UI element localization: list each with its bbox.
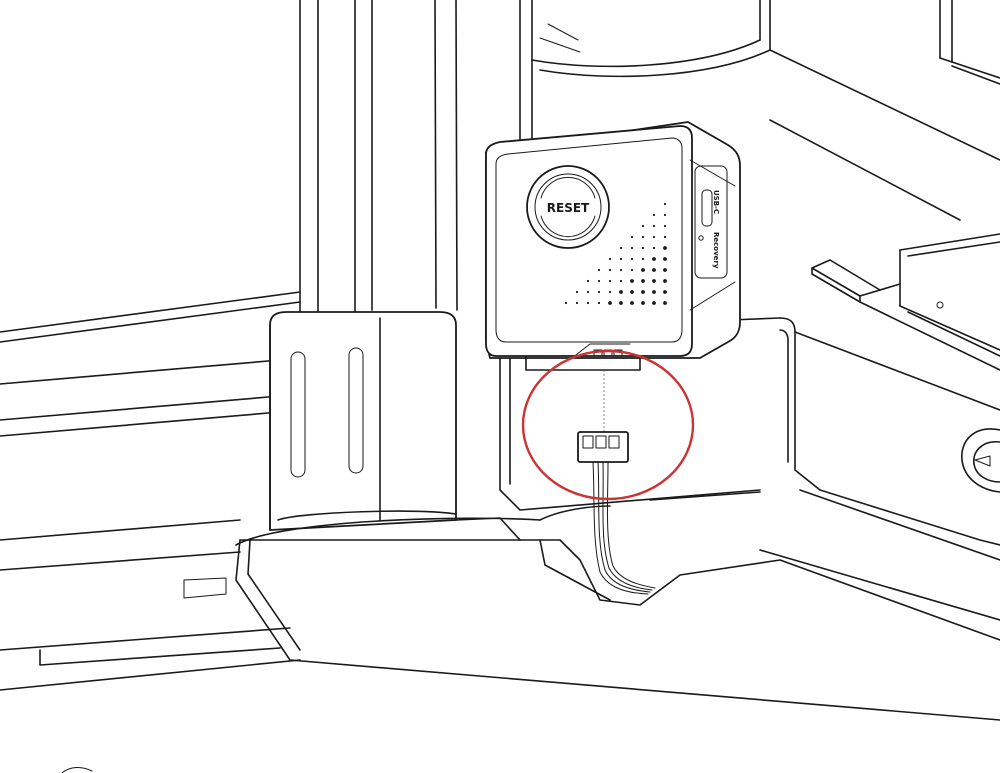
grille-hole xyxy=(619,257,623,261)
grille-hole xyxy=(652,257,656,261)
grille-hole xyxy=(641,224,645,228)
grille-hole xyxy=(641,257,645,261)
grille-hole xyxy=(564,301,568,305)
grille-hole xyxy=(663,235,667,239)
grille-hole xyxy=(619,290,623,294)
grille-hole xyxy=(619,279,623,283)
grille-hole xyxy=(597,290,601,294)
grille-hole xyxy=(630,301,634,305)
device-module xyxy=(485,121,741,371)
grille-hole xyxy=(641,290,645,294)
left-rail xyxy=(0,291,301,571)
connector-highlight-circle xyxy=(521,349,695,501)
grille-hole xyxy=(597,279,601,283)
grille-hole xyxy=(597,301,601,305)
right-slot xyxy=(961,428,1000,493)
recovery-label: Recovery xyxy=(712,232,720,269)
grille-hole xyxy=(575,290,579,294)
grille-hole xyxy=(663,290,667,294)
grille-hole xyxy=(586,279,590,283)
base-plate xyxy=(0,539,1000,721)
grille-hole xyxy=(652,301,656,305)
grille-hole xyxy=(641,235,645,239)
speaker-grille xyxy=(564,202,667,305)
grille-hole xyxy=(608,268,612,272)
reset-button: RESET xyxy=(526,165,610,249)
grille-hole xyxy=(641,301,645,305)
grille-hole xyxy=(652,246,656,250)
grille-hole xyxy=(608,290,612,294)
grille-hole xyxy=(619,246,623,250)
grille-hole xyxy=(663,279,667,283)
grille-hole xyxy=(663,202,667,206)
corner-mark xyxy=(61,767,93,773)
grille-hole xyxy=(652,290,656,294)
grille-hole xyxy=(652,279,656,283)
grille-hole xyxy=(641,268,645,272)
side-labels: USB-C Recovery xyxy=(712,190,720,269)
grille-hole xyxy=(597,268,601,272)
grille-hole xyxy=(608,257,612,261)
grille-hole xyxy=(652,213,656,217)
grille-hole xyxy=(641,246,645,250)
grille-hole xyxy=(586,290,590,294)
grille-hole xyxy=(619,268,623,272)
grille-hole xyxy=(663,246,667,250)
upper-housing xyxy=(519,0,1000,221)
grille-hole xyxy=(608,279,612,283)
grille-hole xyxy=(630,246,634,250)
usb-port-label: USB-C xyxy=(712,190,720,214)
cable-assembly xyxy=(577,370,656,595)
grille-hole xyxy=(630,257,634,261)
lower-frame xyxy=(455,317,1000,561)
grille-hole xyxy=(652,224,656,228)
grille-hole xyxy=(630,235,634,239)
grille-hole xyxy=(652,268,656,272)
grille-hole xyxy=(586,301,590,305)
grille-hole xyxy=(641,279,645,283)
grille-hole xyxy=(663,224,667,228)
vertical-post xyxy=(299,0,458,321)
grille-hole xyxy=(663,213,667,217)
right-bracket xyxy=(811,233,1000,371)
grille-hole xyxy=(630,268,634,272)
clamp-block xyxy=(235,311,541,546)
grille-hole xyxy=(619,301,623,305)
grille-hole xyxy=(663,257,667,261)
grille-hole xyxy=(630,290,634,294)
reset-label: RESET xyxy=(547,201,590,215)
grille-hole xyxy=(663,268,667,272)
grille-hole xyxy=(575,301,579,305)
grille-hole xyxy=(652,235,656,239)
grille-hole xyxy=(663,301,667,305)
grille-hole xyxy=(608,301,612,305)
grille-hole xyxy=(630,279,634,283)
